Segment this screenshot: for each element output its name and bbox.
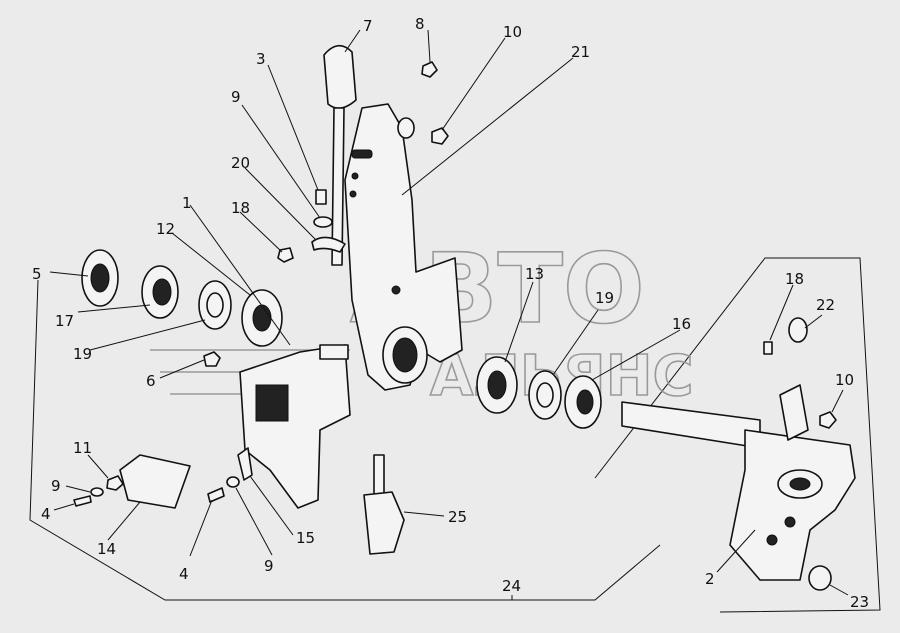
rod-end-25 xyxy=(363,491,405,555)
callout-17: 17 xyxy=(55,312,74,330)
arm-boss-hole xyxy=(789,477,811,491)
arm-hole xyxy=(784,516,796,528)
housing-opening xyxy=(255,384,289,422)
callout-24: 24 xyxy=(502,577,521,595)
callout-6: 6 xyxy=(146,372,156,390)
arm-hole xyxy=(766,534,778,546)
callout-18-right: 18 xyxy=(785,270,804,288)
callout-4-left: 4 xyxy=(41,505,51,523)
lever-arm-21 xyxy=(344,103,463,391)
callout-19-left: 19 xyxy=(73,345,92,363)
washer-9-middle xyxy=(226,476,240,488)
callout-14: 14 xyxy=(97,540,116,558)
bracket xyxy=(779,384,809,441)
watermark-line2: АЛЬЯНС xyxy=(430,344,694,409)
lever-hole xyxy=(391,285,401,295)
callout-23: 23 xyxy=(850,593,869,611)
nut-8 xyxy=(421,61,438,78)
lever-shaft xyxy=(331,107,345,266)
callout-5: 5 xyxy=(32,265,42,283)
nut-11 xyxy=(106,475,124,491)
callout-13: 13 xyxy=(525,265,544,283)
callout-12: 12 xyxy=(156,220,175,238)
lever-hole xyxy=(351,172,359,180)
callout-21: 21 xyxy=(571,43,590,61)
callout-25: 25 xyxy=(448,508,467,526)
callout-20: 20 xyxy=(231,154,250,172)
ring-12-bore xyxy=(252,304,272,332)
callout-3: 3 xyxy=(256,50,266,68)
washer-9-lower xyxy=(90,487,104,497)
pin-18-right xyxy=(763,341,773,355)
callout-11: 11 xyxy=(73,439,92,457)
assembly-bracket-24 xyxy=(29,279,661,601)
lever-hole xyxy=(349,190,357,198)
callout-2: 2 xyxy=(705,570,715,588)
hub-bore-hole xyxy=(392,337,418,373)
assembly-bracket-2 xyxy=(594,257,881,613)
rod-25 xyxy=(373,454,385,496)
bolt-4-middle xyxy=(207,487,225,503)
callout-8: 8 xyxy=(415,15,425,33)
callout-1: 1 xyxy=(182,194,192,212)
callout-10-top: 10 xyxy=(503,23,522,41)
callout-9-left: 9 xyxy=(51,477,61,495)
bushing-16-bore xyxy=(576,389,594,415)
seal-19-right-inner xyxy=(536,382,554,408)
nut-10-top xyxy=(431,127,449,145)
nut-5-bore xyxy=(90,263,110,293)
pivot-pin xyxy=(397,117,415,139)
callout-16: 16 xyxy=(672,315,691,333)
bushing-23 xyxy=(808,565,832,591)
bushing-17-bore xyxy=(152,278,172,306)
latch-15 xyxy=(237,447,253,481)
bolt-4-lower xyxy=(73,495,92,507)
arm-2 xyxy=(729,429,856,581)
washer-9 xyxy=(313,216,333,228)
lever-slot xyxy=(351,149,373,159)
knob-7 xyxy=(323,44,357,109)
callout-10-right: 10 xyxy=(835,371,854,389)
bearing-13-bore xyxy=(487,370,507,400)
callout-9-middle: 9 xyxy=(264,557,274,575)
leader-lines xyxy=(49,29,849,600)
cover-plate-14 xyxy=(119,454,191,509)
callout-18-left: 18 xyxy=(231,199,250,217)
callout-7: 7 xyxy=(363,17,373,35)
callout-9-top: 9 xyxy=(231,88,241,106)
housing xyxy=(239,344,351,509)
callout-4-middle: 4 xyxy=(179,565,189,583)
callout-22: 22 xyxy=(816,296,835,314)
housing-boss xyxy=(319,344,349,360)
bolt-3 xyxy=(315,189,327,205)
clip-20 xyxy=(311,236,346,253)
plug-6 xyxy=(203,351,221,367)
nut-10-right xyxy=(819,411,837,429)
seal-19-left-inner xyxy=(206,292,224,318)
callout-19-right: 19 xyxy=(595,289,614,307)
callout-15: 15 xyxy=(296,529,315,547)
sleeve-22 xyxy=(788,317,808,343)
